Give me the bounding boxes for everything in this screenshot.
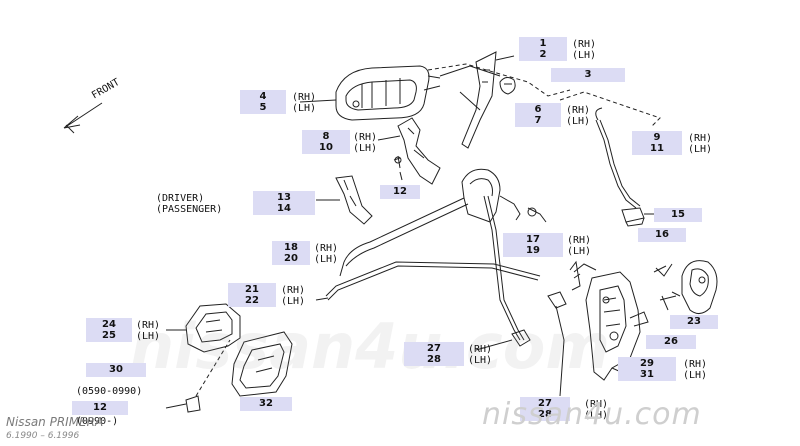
callout-num: 17: [526, 234, 540, 245]
model-title: Nissan PRIMERA: [6, 415, 104, 429]
callout-24-25[interactable]: 24 25: [86, 318, 132, 342]
callout-side: (RH) (LH): [584, 399, 609, 421]
callout-side: (RH) (LH): [468, 344, 493, 366]
callout-num: 14: [277, 203, 291, 214]
callout-num: 9: [653, 132, 661, 143]
callout-num: 27: [427, 343, 441, 354]
callout-num: 28: [538, 409, 552, 420]
callout-30[interactable]: 30: [86, 363, 146, 377]
callout-3[interactable]: 3: [551, 68, 625, 82]
callout-side: (RH) (LH): [572, 39, 597, 61]
rod-bracket-part: [461, 51, 515, 149]
lock-rod-part: [315, 261, 541, 301]
callout-29-31[interactable]: 29 31: [618, 357, 676, 381]
callout-32[interactable]: 32: [240, 397, 292, 411]
callout-6-7[interactable]: 6 7: [515, 103, 561, 127]
door-inner-frame-part: [461, 168, 547, 223]
callout-num: 7: [534, 115, 542, 126]
callout-num: 2: [539, 49, 547, 60]
callout-12-lower[interactable]: 12: [72, 401, 128, 415]
callout-num: 31: [640, 369, 654, 380]
callout-num: 4: [259, 91, 267, 102]
callout-num: 8: [322, 131, 330, 142]
callout-side: (RH) (LH): [281, 285, 306, 307]
callout-num: 13: [277, 192, 291, 203]
callout-num: 5: [259, 102, 267, 113]
callout-side: (RH) (LH): [688, 133, 713, 155]
callout-num: 20: [284, 253, 298, 264]
callout-4-5[interactable]: 4 5: [240, 90, 286, 114]
callout-side: (RH) (LH): [353, 132, 378, 154]
callout-15[interactable]: 15: [654, 208, 702, 222]
outside-handle-part: [335, 65, 441, 121]
callout-26[interactable]: 26: [646, 335, 696, 349]
callout-1-2[interactable]: 1 2: [519, 37, 567, 61]
callout-num: 19: [526, 245, 540, 256]
callout-num: 24: [102, 319, 116, 330]
callout-8-10[interactable]: 8 10: [302, 130, 350, 154]
callout-23[interactable]: 23: [670, 315, 718, 329]
model-years: 6.1990 – 6.1996: [6, 431, 80, 441]
inside-handle-rod-part: [339, 197, 469, 277]
callout-num: 1: [539, 38, 547, 49]
front-arrow-icon: [63, 102, 103, 134]
callout-num: 11: [650, 143, 664, 154]
callout-18-20[interactable]: 18 20: [272, 241, 310, 265]
rod-clip-part: [499, 76, 516, 95]
callout-side: (RH) (LH): [567, 235, 592, 257]
callout-num: 25: [102, 330, 116, 341]
callout-12[interactable]: 12: [380, 185, 420, 199]
callout-side: (RH) (LH): [566, 105, 591, 127]
callout-num: 18: [284, 242, 298, 253]
callout-16[interactable]: 16: [638, 228, 686, 242]
callout-side: (RH) (LH): [314, 243, 339, 265]
link-bracket-part: [377, 117, 441, 185]
escutcheon-part: [166, 303, 241, 353]
bolt-part: [653, 263, 681, 311]
callout-num: 10: [319, 142, 333, 153]
callout-num: 28: [427, 354, 441, 365]
date-note-top: (0590-0990): [76, 386, 143, 397]
callout-side: (RH) (LH): [292, 92, 317, 114]
date-note-bottom: (0990-): [76, 416, 119, 427]
callout-num: 21: [245, 284, 259, 295]
callout-27-28-upper[interactable]: 27 28: [404, 342, 464, 366]
callout-side: (DRIVER) (PASSENGER): [156, 193, 223, 215]
callout-num: 22: [245, 295, 259, 306]
screw-part: [165, 339, 231, 413]
site-watermark: nissan4u.com: [482, 397, 702, 432]
inside-handle-clip-part: [316, 175, 373, 225]
lock-knob-rod-part: [559, 91, 661, 209]
striker-part: [681, 260, 718, 314]
center-watermark: nissan4u.com: [130, 310, 610, 383]
callout-num: 29: [640, 358, 654, 369]
callout-num: 27: [538, 398, 552, 409]
callout-side: (RH) (LH): [683, 359, 708, 381]
callout-21-22[interactable]: 21 22: [228, 283, 276, 307]
callout-27-28-lower[interactable]: 27 28: [520, 397, 570, 421]
callout-13-14[interactable]: 13 14: [253, 191, 315, 215]
callout-num: 6: [534, 104, 542, 115]
outside-rod-part: [475, 195, 567, 397]
callout-side: (RH) (LH): [136, 320, 161, 342]
callout-9-11[interactable]: 9 11: [632, 131, 682, 155]
callout-17-19[interactable]: 17 19: [503, 233, 563, 257]
